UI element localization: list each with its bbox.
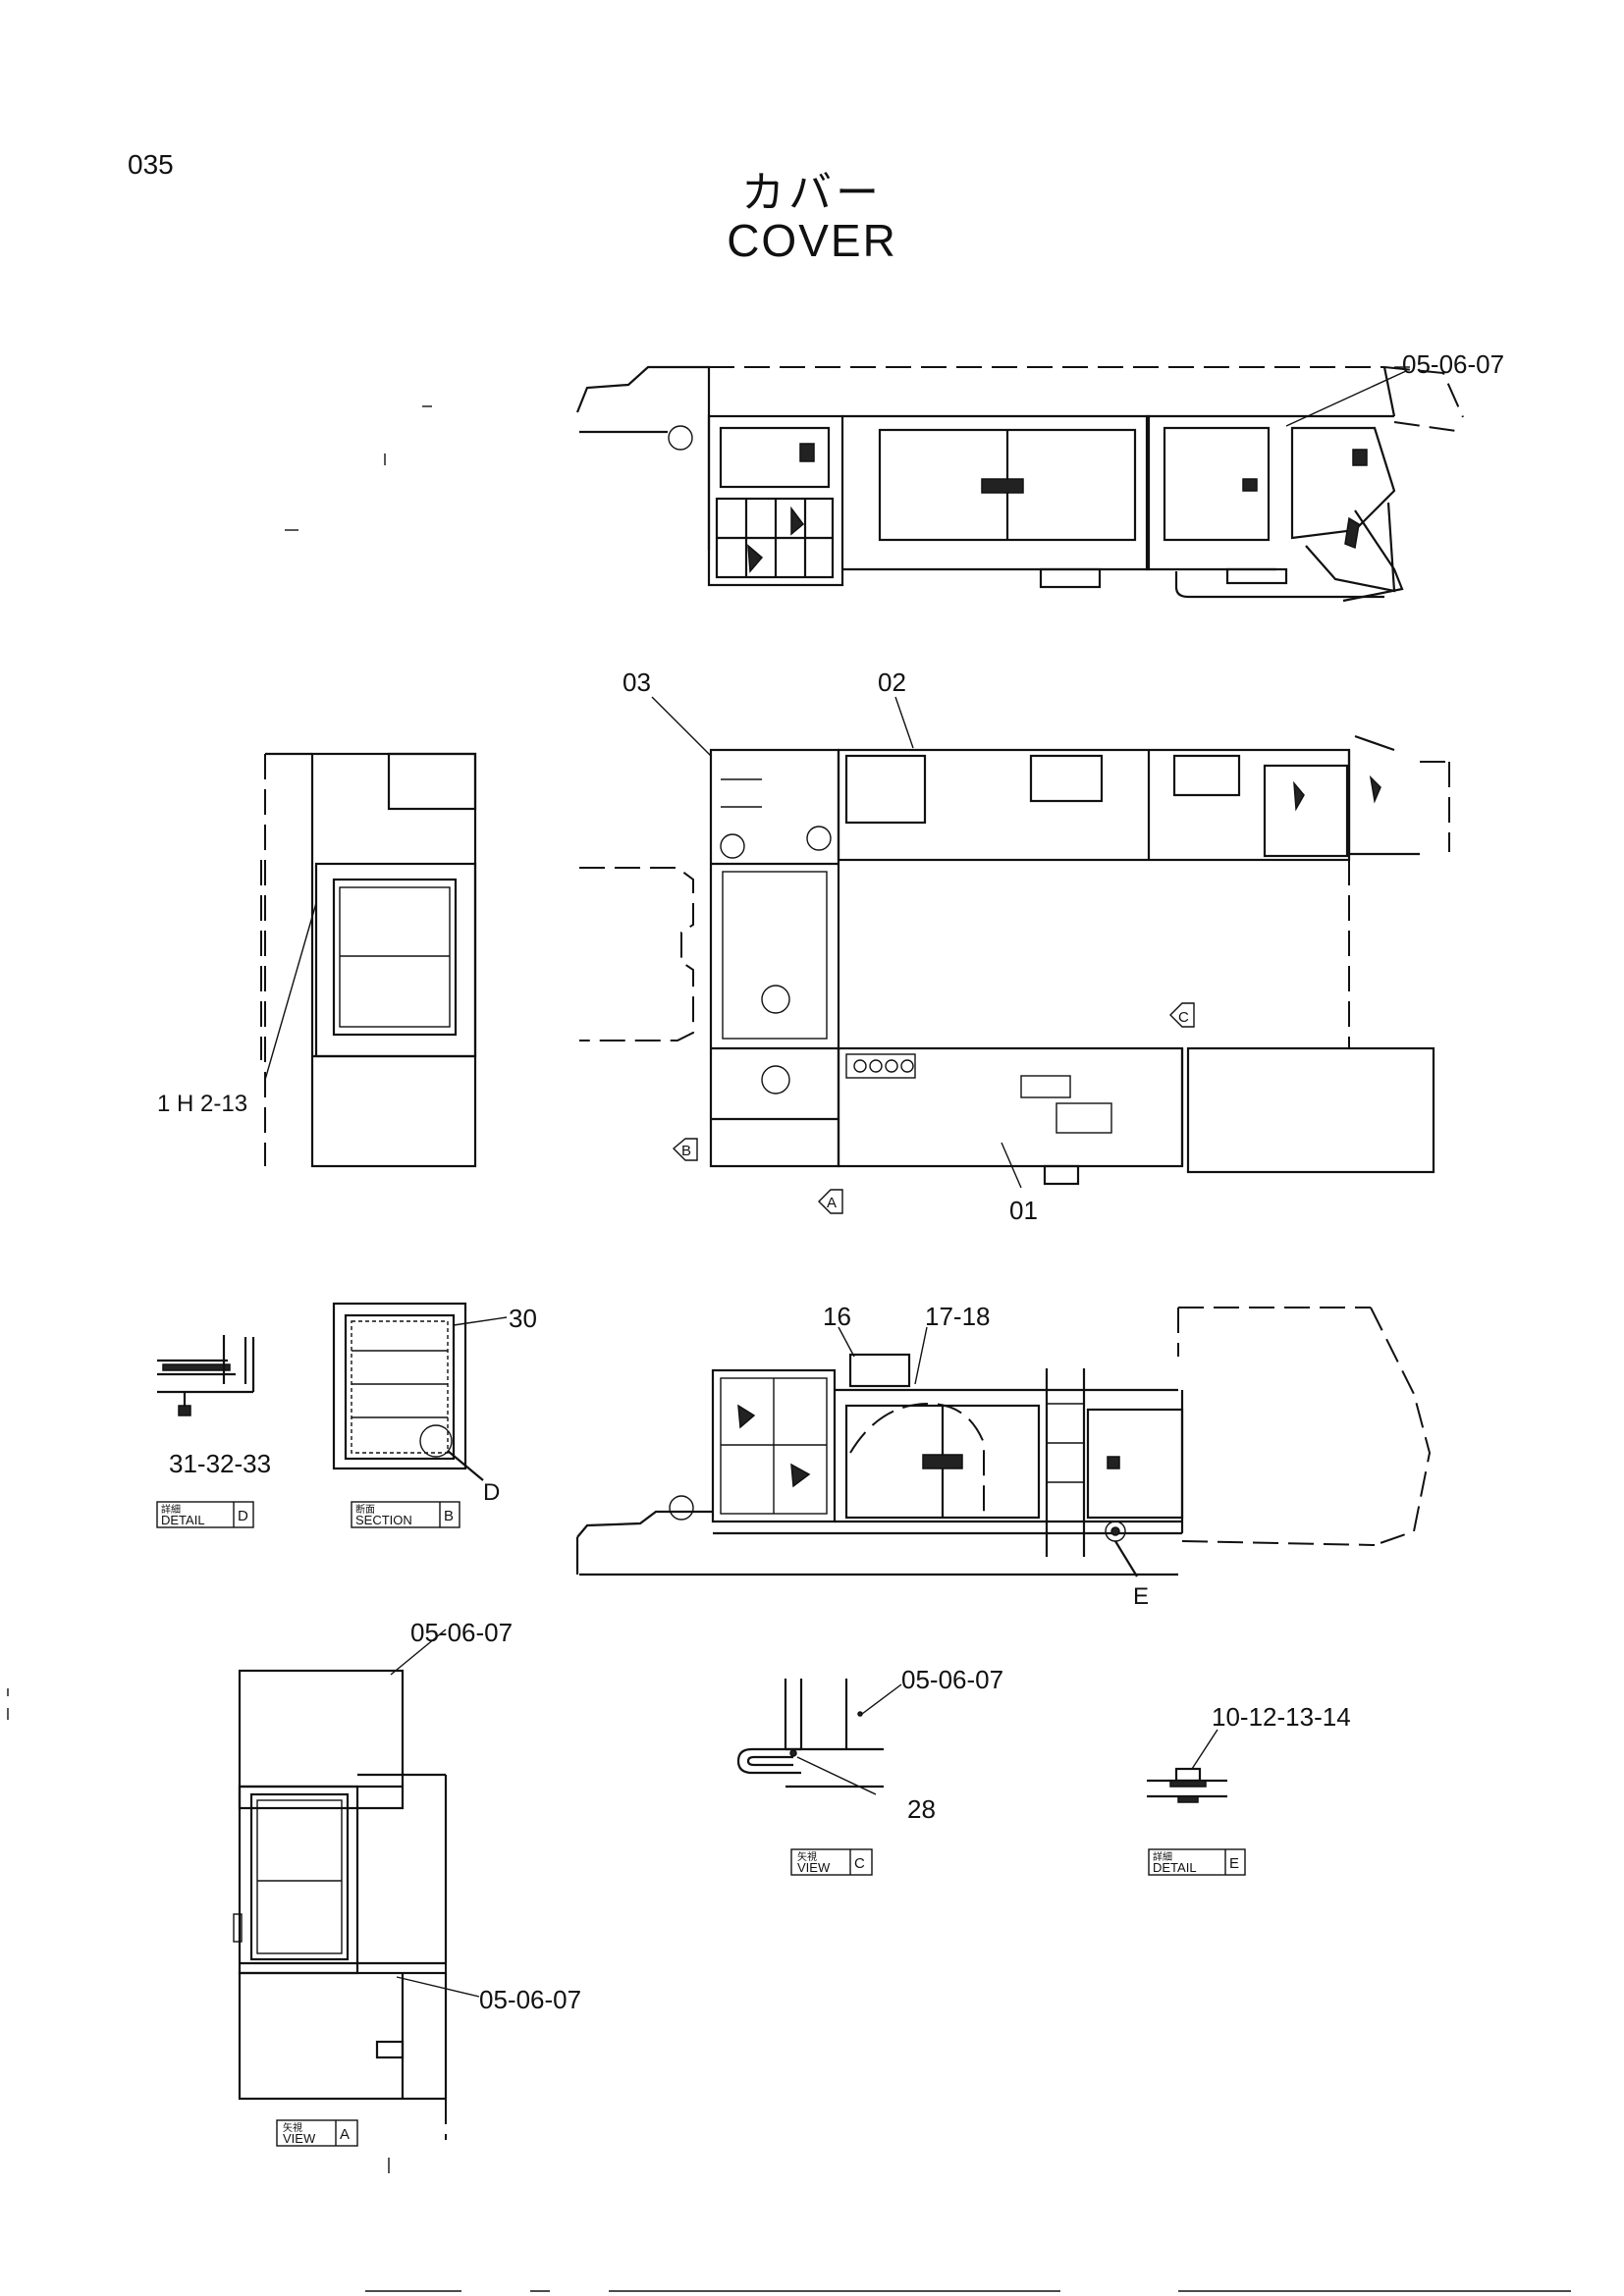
- svg-text:B: B: [444, 1508, 454, 1524]
- callout-05-06-07-view-c: 05-06-07: [901, 1665, 1003, 1694]
- callout-1h2-13: 1 H 2-13: [157, 1091, 247, 1117]
- detail-e-drawing: [1147, 1767, 1227, 1803]
- page-number: 035: [128, 149, 174, 180]
- callout-05-06-07-view-a-bottom: 05-06-07: [479, 1985, 581, 2014]
- svg-text:B: B: [681, 1143, 691, 1159]
- svg-text:A: A: [340, 2126, 350, 2143]
- callout-17-18: 17-18: [925, 1302, 991, 1331]
- svg-text:C: C: [1178, 1009, 1189, 1026]
- view-a-drawing: [233, 1669, 448, 2140]
- svg-text:SECTION: SECTION: [355, 1513, 412, 1527]
- side-view-upper: [575, 365, 1464, 603]
- plan-view: [579, 734, 1450, 1186]
- label-view-a: 矢視 VIEW A: [276, 2119, 358, 2147]
- callout-31-32-33: 31-32-33: [169, 1449, 271, 1478]
- svg-text:A: A: [827, 1195, 837, 1211]
- svg-text:矢視: 矢視: [797, 1850, 817, 1863]
- label-view-c: 矢視 VIEW C: [790, 1848, 873, 1876]
- svg-text:D: D: [238, 1508, 248, 1524]
- callout-02: 02: [878, 667, 906, 697]
- end-view-left: [260, 752, 477, 1168]
- callout-05-06-07-top: 05-06-07: [1402, 349, 1504, 379]
- label-detail-d: 詳細 DETAIL D: [156, 1501, 254, 1528]
- svg-text:VIEW: VIEW: [283, 2131, 316, 2146]
- title-english: COVER: [727, 215, 897, 266]
- view-marker-c: C: [1169, 1002, 1195, 1028]
- callout-10-12-13-14: 10-12-13-14: [1212, 1702, 1351, 1732]
- callout-28: 28: [907, 1794, 936, 1824]
- view-marker-b: B: [672, 1138, 698, 1161]
- svg-text:C: C: [854, 1855, 865, 1872]
- callout-05-06-07-view-a-top: 05-06-07: [410, 1618, 513, 1647]
- callout-30: 30: [509, 1304, 537, 1333]
- title-japanese: カバー: [741, 168, 883, 218]
- side-view-lower: [575, 1307, 1432, 1576]
- svg-text:VIEW: VIEW: [797, 1860, 831, 1875]
- callout-d: D: [483, 1479, 500, 1506]
- detail-d-drawing: [157, 1335, 255, 1416]
- view-c-drawing: [736, 1679, 884, 1789]
- view-marker-a: A: [818, 1189, 843, 1214]
- label-detail-e: 詳細 DETAIL E: [1148, 1848, 1246, 1876]
- svg-text:詳細: 詳細: [1153, 1850, 1172, 1863]
- svg-text:詳細: 詳細: [161, 1503, 181, 1516]
- callout-01: 01: [1009, 1196, 1038, 1225]
- section-b-drawing: [332, 1302, 467, 1470]
- callout-16: 16: [823, 1302, 851, 1331]
- svg-text:断面: 断面: [355, 1503, 375, 1516]
- svg-text:E: E: [1229, 1855, 1239, 1872]
- svg-text:矢視: 矢視: [283, 2121, 302, 2134]
- label-section-b: 断面 SECTION B: [351, 1501, 460, 1528]
- callout-e: E: [1133, 1583, 1149, 1610]
- svg-text:DETAIL: DETAIL: [161, 1513, 205, 1527]
- callout-03: 03: [623, 667, 651, 697]
- svg-text:DETAIL: DETAIL: [1153, 1860, 1197, 1875]
